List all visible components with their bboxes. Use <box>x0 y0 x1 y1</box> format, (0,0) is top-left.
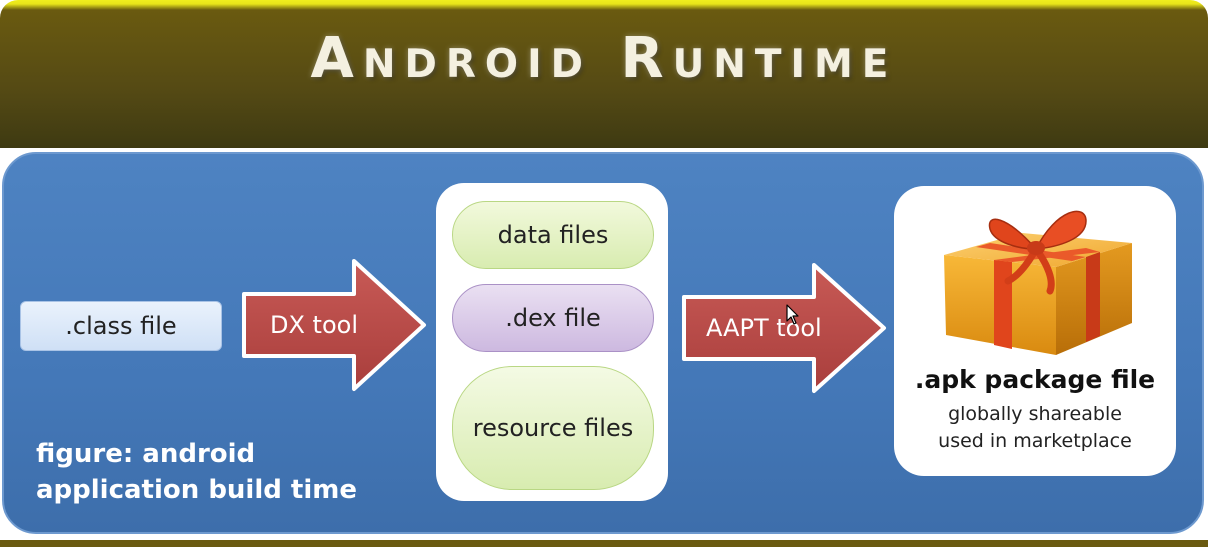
caption-line-2: application build time <box>36 475 357 505</box>
class-file-node: .class file <box>20 301 222 351</box>
apk-subtitle-marketplace: used in marketplace <box>938 430 1132 452</box>
aapt-tool-label: AAPT tool <box>706 314 822 342</box>
figure-caption: figure: android application build time <box>36 436 357 508</box>
dx-tool-label: DX tool <box>270 311 358 339</box>
apk-title: .apk package file <box>914 365 1156 394</box>
apk-subtitle-shareable: globally shareable <box>948 403 1122 425</box>
gift-box-icon <box>944 210 1132 355</box>
dex-file-node: .dex file <box>452 284 654 352</box>
dx-tool-arrow <box>242 259 426 391</box>
title-banner: Android Runtime <box>0 0 1208 148</box>
caption-line-1: figure: android <box>36 439 256 469</box>
bottom-border <box>0 540 1208 547</box>
page-title: Android Runtime <box>310 26 898 91</box>
resource-files-node: resource files <box>452 366 654 490</box>
mouse-cursor-icon <box>786 304 799 325</box>
aapt-tool-arrow <box>682 263 886 393</box>
data-files-node: data files <box>452 201 654 269</box>
